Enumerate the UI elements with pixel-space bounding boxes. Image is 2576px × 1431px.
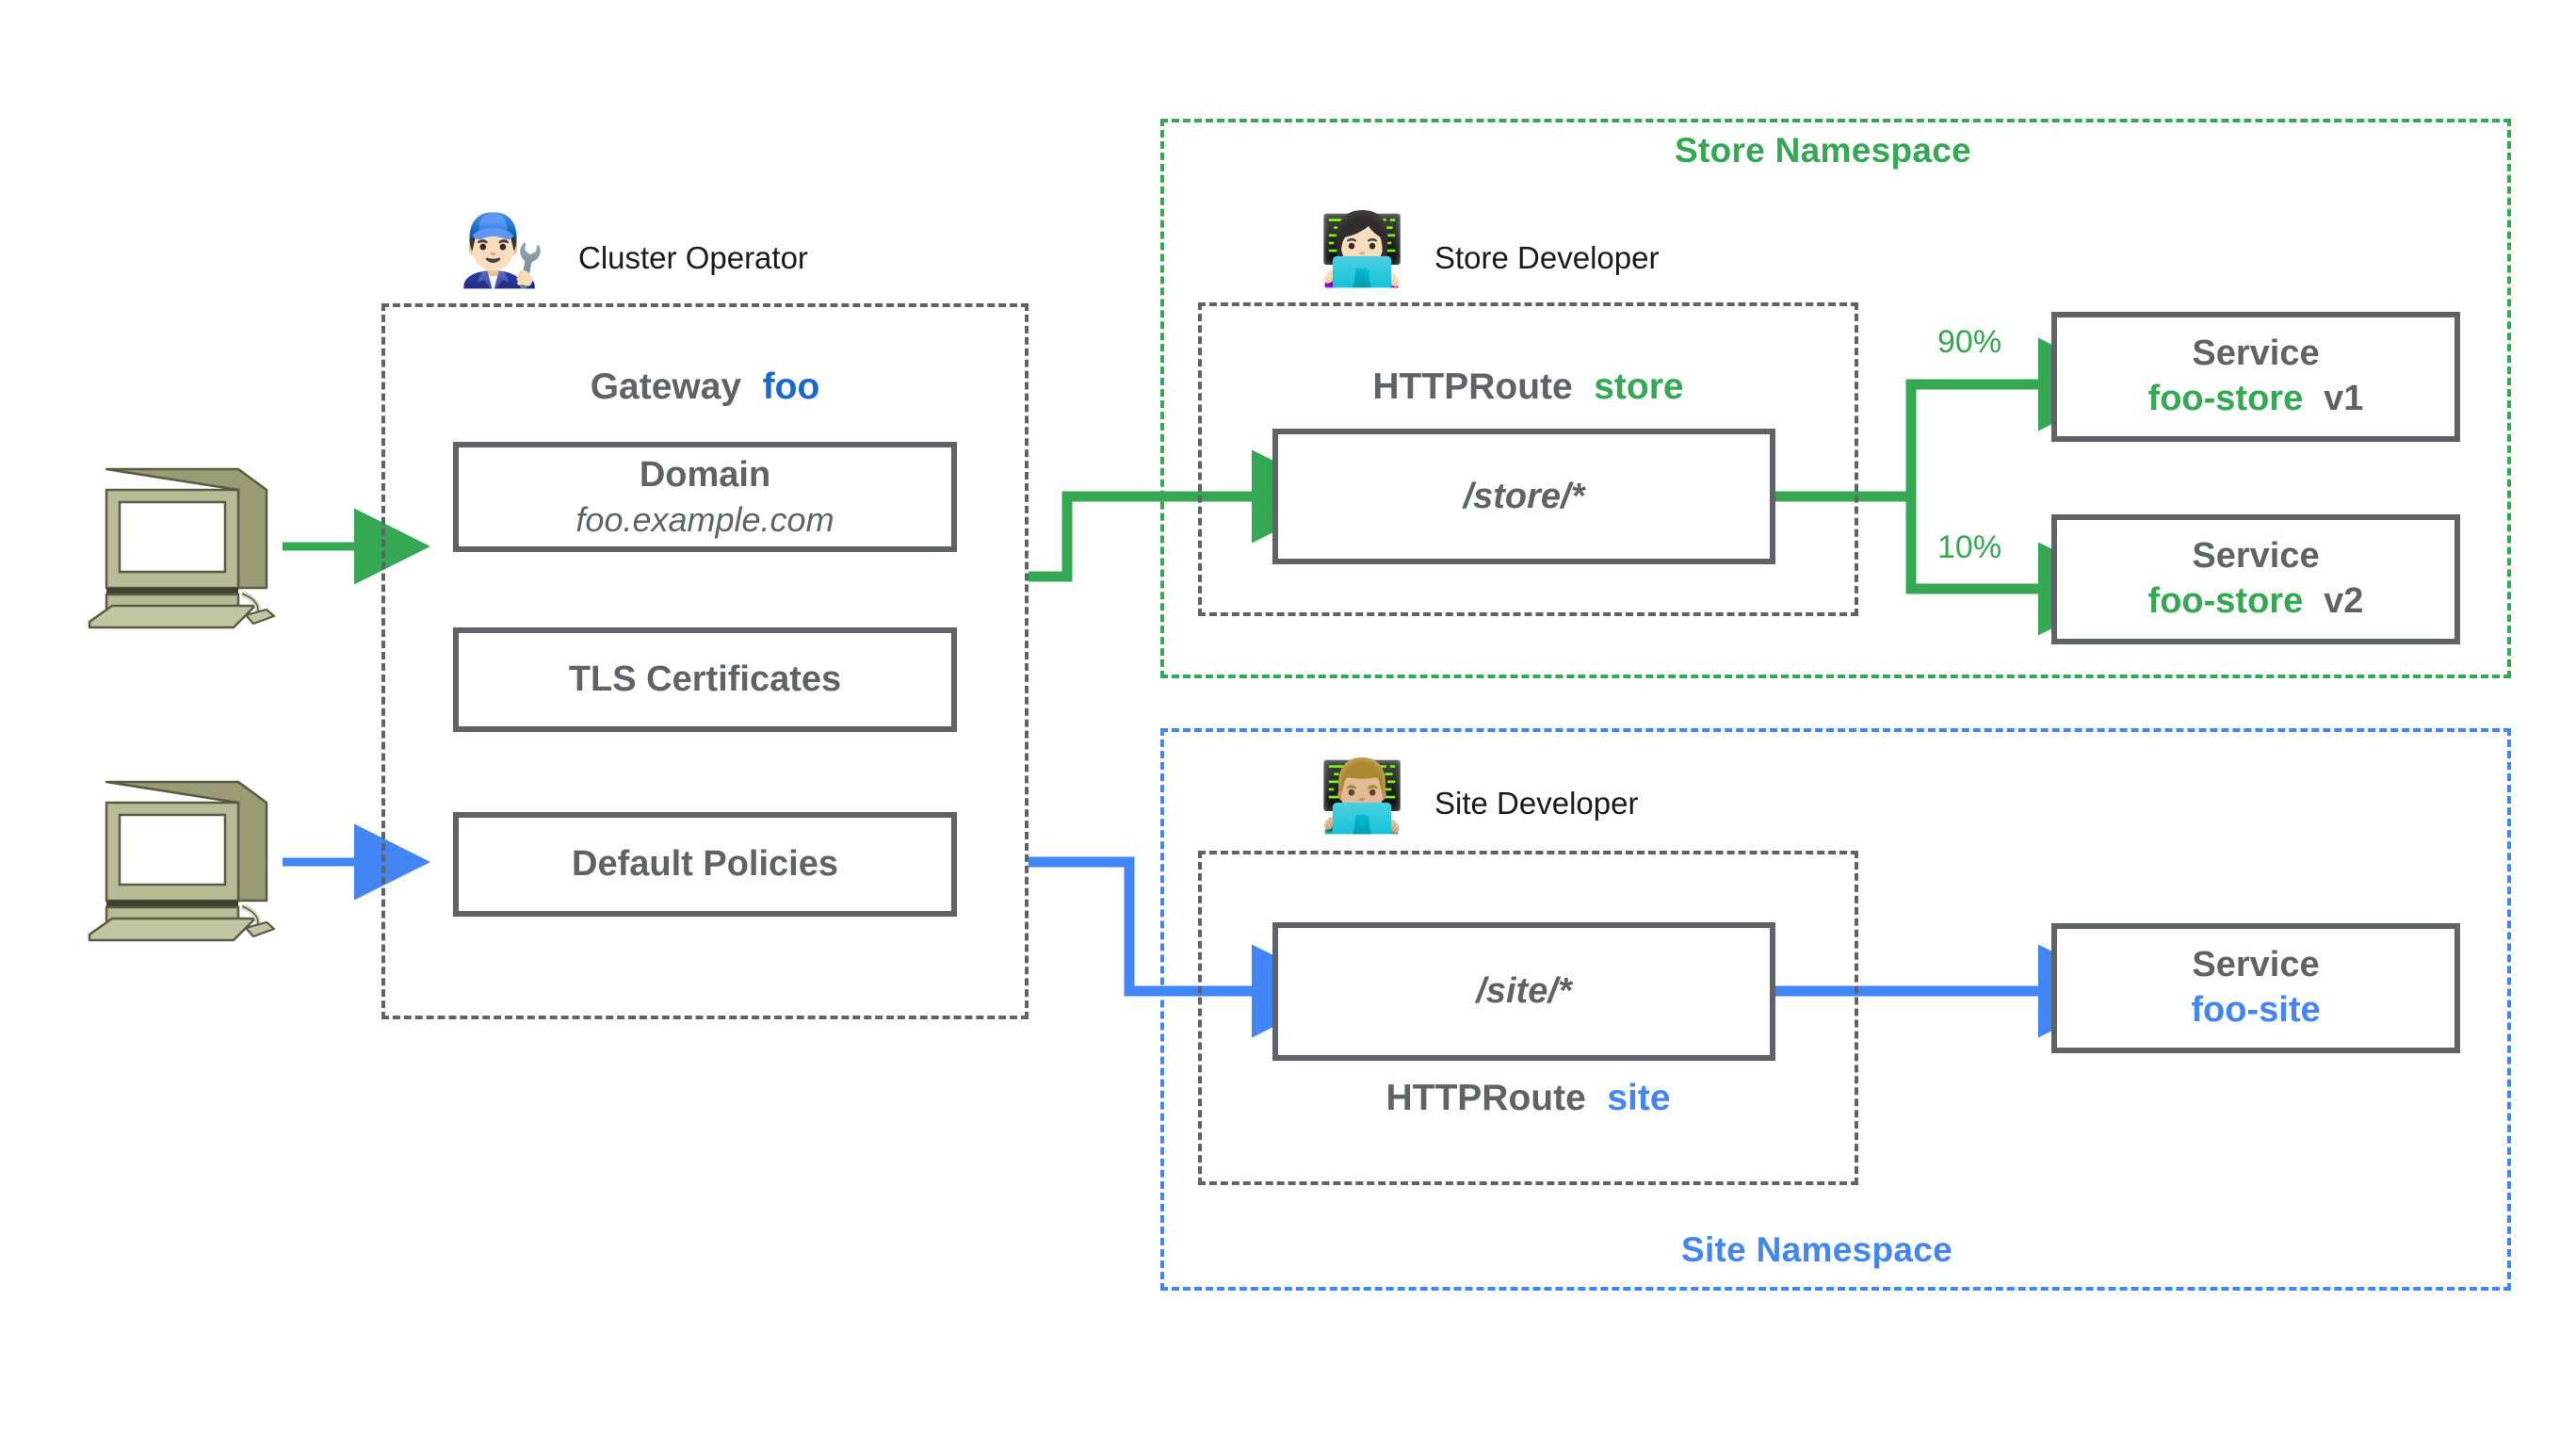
gateway-item-policies: Default Policies (453, 812, 957, 917)
gateway-title: Gateway foo (381, 366, 1029, 408)
gateway-container (381, 303, 1029, 1019)
store-service-v1: Service foo-store v1 (2051, 312, 2460, 442)
gateway-item-tls-title: TLS Certificates (568, 659, 842, 699)
store-route-title: HTTPRoute store (1198, 366, 1858, 408)
gateway-item-domain-title: Domain (639, 455, 771, 496)
persona-label-cluster-operator: Cluster Operator (578, 240, 808, 275)
store-service-v1-label: Service (2192, 333, 2320, 373)
site-httproute-container (1198, 851, 1858, 1185)
store-route-title-accent: store (1594, 366, 1684, 407)
site-namespace-label: Site Namespace (1681, 1230, 1953, 1269)
gateway-title-prefix: Gateway (590, 366, 742, 407)
site-namespace-container (1160, 728, 2511, 1291)
persona-label-site-developer: Site Developer (1434, 786, 1639, 821)
store-namespace-label: Store Namespace (1675, 131, 1972, 170)
store-service-v2: Service foo-store v2 (2051, 514, 2460, 644)
store-backend-weight-v1: 90% (1937, 324, 2002, 360)
store-httproute-container (1198, 302, 1858, 616)
client-computer-site (80, 772, 278, 947)
store-route-path: /store/* (1463, 476, 1585, 516)
site-route-path: /site/* (1476, 971, 1572, 1011)
store-service-v2-version: v2 (2324, 581, 2364, 622)
store-service-v2-name: foo-store (2147, 581, 2304, 622)
persona-label-store-developer: Store Developer (1434, 240, 1660, 275)
store-route-title-prefix: HTTPRoute (1372, 366, 1573, 407)
store-namespace-container (1160, 119, 2511, 678)
store-service-v2-name-row: foo-store v2 (2148, 578, 2364, 625)
site-route-title-prefix: HTTPRoute (1385, 1078, 1586, 1118)
store-service-v1-name-row: foo-store v1 (2148, 376, 2364, 422)
gateway-item-domain-subtitle: foo.example.com (575, 499, 834, 539)
computer-icon (88, 467, 276, 629)
store-service-v2-label: Service (2192, 535, 2320, 576)
site-route-rule: /site/* (1272, 922, 1775, 1061)
site-route-title: HTTPRoute site (1198, 1078, 1858, 1119)
man-mechanic-emoji: 👨🏻‍🔧 (459, 211, 546, 289)
woman-technologist-emoji: 👩🏻‍💻 (1319, 210, 1406, 288)
store-service-v1-name: foo-store (2147, 379, 2304, 419)
gateway-item-policies-title: Default Policies (572, 843, 838, 884)
site-service-label: Service (2192, 944, 2320, 984)
site-service-name: foo-site (2191, 990, 2321, 1031)
client-computer-store (80, 460, 278, 634)
gateway-item-domain: Domain foo.example.com (453, 442, 957, 552)
store-route-rule: /store/* (1272, 429, 1775, 564)
site-route-title-accent: site (1607, 1078, 1671, 1118)
computer-icon (88, 780, 276, 942)
gateway-title-accent: foo (762, 366, 820, 407)
site-service-name-row: foo-site (2191, 987, 2320, 1033)
gateway-item-tls: TLS Certificates (453, 627, 957, 732)
man-technologist-emoji: 👨🏼‍💻 (1319, 756, 1406, 835)
site-service: Service foo-site (2051, 923, 2460, 1053)
store-service-v1-version: v1 (2324, 379, 2364, 419)
store-backend-weight-v2: 10% (1937, 529, 2002, 565)
